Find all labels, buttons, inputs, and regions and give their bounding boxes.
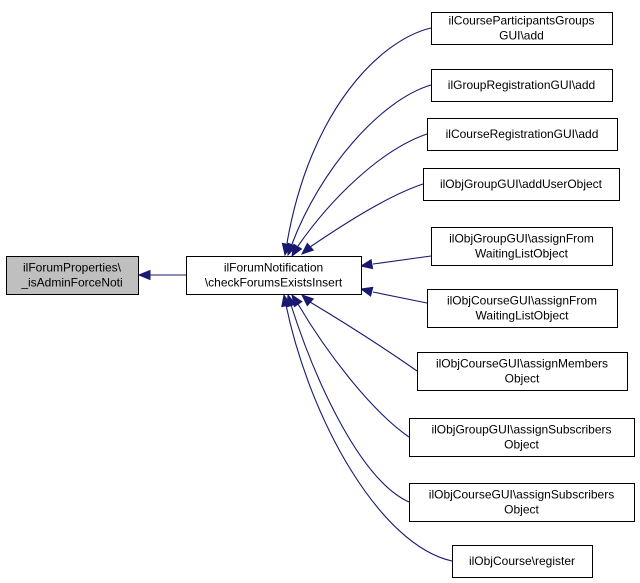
edge-c4-to-center bbox=[301, 183, 424, 255]
edge-c2-to-center bbox=[287, 84, 432, 257]
edge-c6-to-center bbox=[359, 286, 428, 304]
node-c4[interactable]: ilObjGroupGUI\addUserObject bbox=[423, 168, 620, 201]
node-label-line: ilObjCourseGUI\assignFrom bbox=[447, 294, 597, 308]
arrowhead bbox=[137, 269, 151, 281]
node-box[interactable] bbox=[431, 69, 613, 102]
node-box[interactable] bbox=[6, 256, 139, 295]
node-label-line: \checkForumsExistsInsert bbox=[205, 276, 343, 290]
node-box[interactable] bbox=[452, 545, 593, 578]
node-box[interactable] bbox=[417, 352, 628, 391]
node-label-line: Object bbox=[504, 438, 539, 452]
edges-layer bbox=[137, 27, 453, 562]
node-box[interactable] bbox=[423, 168, 620, 201]
arrowhead bbox=[359, 258, 374, 270]
edge-line bbox=[309, 183, 424, 248]
node-label-line: ilForumNotification bbox=[224, 261, 323, 275]
node-label-line: WaitingListObject bbox=[476, 309, 570, 323]
arrowhead bbox=[301, 242, 315, 255]
node-label-line: Object bbox=[504, 503, 539, 517]
node-label-line: ilObjCourse\register bbox=[469, 554, 575, 568]
edge-line bbox=[372, 255, 432, 265]
arrowhead bbox=[291, 243, 303, 258]
arrowhead bbox=[281, 293, 292, 308]
node-c3[interactable]: ilCourseRegistrationGUI\add bbox=[427, 118, 618, 151]
edge-c8-to-center bbox=[291, 293, 410, 438]
node-label-line: ilObjGroupGUI\assignSubscribers bbox=[431, 423, 611, 437]
edge-line bbox=[291, 84, 432, 245]
edge-line bbox=[290, 304, 410, 503]
edge-c3-to-center bbox=[291, 133, 428, 258]
node-c6[interactable]: ilObjCourseGUI\assignFromWaitingListObje… bbox=[427, 289, 618, 328]
arrowhead bbox=[359, 286, 374, 297]
edge-line bbox=[285, 304, 453, 562]
node-label-line: WaitingListObject bbox=[475, 247, 569, 261]
node-label-line: ilObjGroupGUI\assignFrom bbox=[449, 232, 594, 246]
node-label-line: ilObjCourseGUI\assignMembers bbox=[436, 357, 608, 371]
edge-center-to-root bbox=[137, 269, 186, 281]
edge-line bbox=[297, 133, 428, 247]
node-label-line: Object bbox=[505, 372, 540, 386]
nodes-layer: ilForumProperties\_isAdminForceNotiilFor… bbox=[6, 12, 635, 578]
edge-c10-to-center bbox=[281, 293, 453, 562]
arrowhead bbox=[301, 294, 315, 307]
node-label-line: GUI\add bbox=[499, 29, 544, 43]
node-box[interactable] bbox=[409, 418, 635, 457]
node-root[interactable]: ilForumProperties\_isAdminForceNoti bbox=[6, 256, 139, 295]
edge-line bbox=[372, 291, 428, 304]
node-box[interactable] bbox=[409, 483, 635, 522]
node-c10[interactable]: ilObjCourse\register bbox=[452, 545, 593, 578]
node-label-line: _isAdminForceNoti bbox=[20, 276, 122, 290]
node-box[interactable] bbox=[427, 118, 618, 151]
node-label-line: ilGroupRegistrationGUI\add bbox=[448, 78, 595, 92]
node-box[interactable] bbox=[427, 289, 618, 328]
node-label-line: ilObjCourseGUI\assignSubscribers bbox=[429, 488, 614, 502]
edge-c9-to-center bbox=[286, 293, 410, 503]
node-center[interactable]: ilForumNotification\checkForumsExistsIns… bbox=[186, 256, 362, 295]
node-box[interactable] bbox=[186, 256, 362, 295]
node-box[interactable] bbox=[431, 12, 613, 45]
edge-c7-to-center bbox=[301, 294, 418, 372]
node-c2[interactable]: ilGroupRegistrationGUI\add bbox=[431, 69, 613, 102]
node-label-line: ilCourseRegistrationGUI\add bbox=[446, 127, 599, 141]
edge-c5-to-center bbox=[359, 255, 432, 270]
node-c5[interactable]: ilObjGroupGUI\assignFromWaitingListObjec… bbox=[431, 227, 613, 266]
node-label-line: ilForumProperties\ bbox=[23, 261, 122, 275]
node-label-line: ilObjGroupGUI\addUserObject bbox=[440, 177, 603, 191]
edge-line bbox=[309, 301, 418, 372]
node-label-line: ilCourseParticipantsGroups bbox=[448, 14, 594, 28]
edge-line bbox=[286, 27, 432, 244]
node-box[interactable] bbox=[431, 227, 613, 266]
edge-line bbox=[297, 303, 410, 438]
